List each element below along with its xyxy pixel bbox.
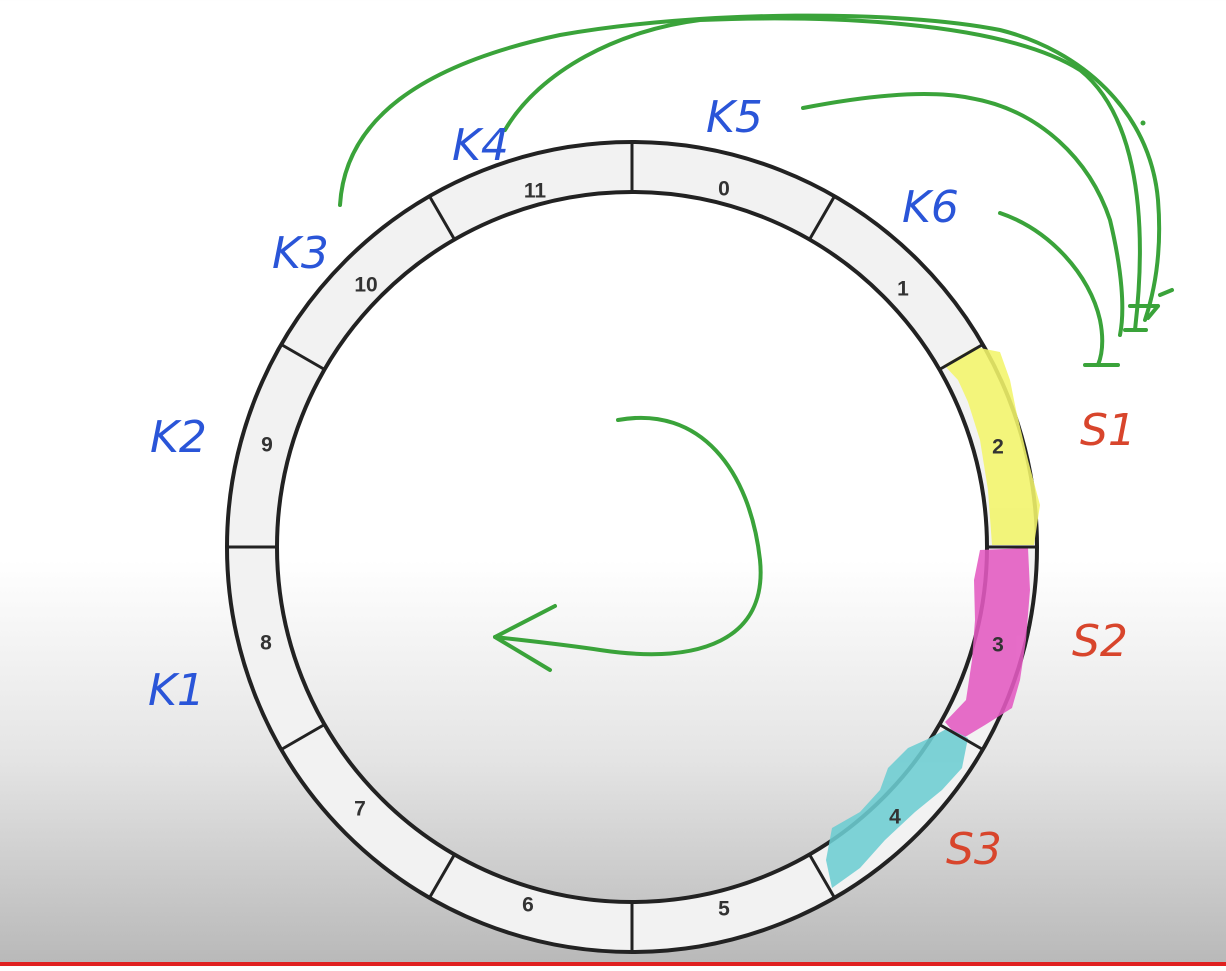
arrow-k4-to-s1: [503, 16, 1142, 332]
ring: [225, 140, 1039, 954]
server-label-s2: S2: [1072, 616, 1128, 667]
clockwise-arrow: [493, 416, 763, 657]
segment-label-7: 7: [354, 798, 366, 821]
green-arrows: [338, 13, 1174, 672]
segment-label-9: 9: [261, 434, 273, 457]
segment-divider: [808, 195, 836, 241]
server-label-s1: S1: [1080, 405, 1136, 456]
segment-label-3: 3: [992, 634, 1004, 657]
segment-label-0: 0: [718, 178, 730, 201]
highlight-s3: [826, 728, 968, 888]
arrow-k3-to-s1: [338, 13, 1162, 322]
clockwise-arrow-head: [493, 604, 557, 672]
segment-divider: [428, 853, 456, 899]
segment-label-8: 8: [260, 632, 272, 655]
key-label-k2: K2: [150, 412, 207, 463]
segment-label-1: 1: [897, 278, 909, 301]
segment-labels: 0 1 2 3 4 5 6 7 8 9 10 11: [260, 178, 1004, 921]
segment-divider: [938, 723, 984, 751]
server-highlights: [826, 347, 1040, 888]
key-label-k5: K5: [706, 92, 763, 143]
segment-label-4: 4: [889, 806, 901, 829]
server-label-s3: S3: [946, 824, 1002, 875]
key-label-k6: K6: [902, 182, 959, 233]
key-label-k4: K4: [452, 120, 509, 171]
segment-divider: [428, 195, 456, 241]
key-label-k3: K3: [272, 228, 329, 279]
server-labels: S1 S2 S3: [946, 405, 1136, 875]
arrow-dot: [1140, 120, 1146, 126]
arrow-k5-to-s1: [801, 92, 1125, 337]
key-labels: K1 K2 K3 K4 K5 K6: [148, 92, 959, 716]
segment-label-5: 5: [718, 898, 730, 921]
arrow-k6-to-s1: [998, 211, 1105, 367]
bottom-accent-line: [0, 962, 1226, 966]
segment-divider: [808, 853, 836, 899]
segment-divider: [938, 343, 984, 371]
segment-label-11: 11: [524, 180, 547, 203]
segment-label-6: 6: [522, 894, 534, 917]
segment-dividers: [227, 142, 1037, 952]
key-label-k1: K1: [148, 665, 205, 716]
segment-divider: [280, 723, 326, 751]
segment-label-2: 2: [992, 436, 1004, 459]
segment-label-10: 10: [354, 274, 377, 297]
arrow-heads-s1: [1083, 288, 1174, 367]
segment-divider: [280, 343, 326, 371]
highlight-s2: [945, 548, 1030, 740]
highlight-s1: [944, 347, 1040, 545]
